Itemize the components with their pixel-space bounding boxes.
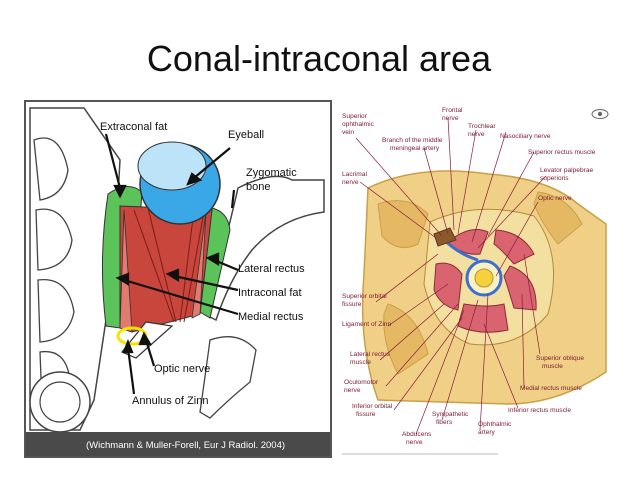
- label-annulus-of-zinn: Annulus of Zinn: [132, 395, 208, 407]
- label-inferior-orbital-fissure-1: Inferior orbital: [352, 403, 393, 410]
- label-extraconal-fat: Extraconal fat: [100, 121, 167, 133]
- eye-logo-icon: [591, 109, 609, 119]
- label-zygomatic-line1: Zygomatic: [246, 167, 297, 179]
- label-levator-1: Levator palpebrae: [540, 167, 593, 174]
- orbit-apex-illustration: Superior ophthalmic vein Frontal nerve B…: [338, 104, 614, 460]
- label-nasociliary-nerve: Nasociliary nerve: [500, 133, 551, 140]
- slide-title: Conal-intraconal area: [146, 38, 492, 79]
- label-superior-ophthalmic-vein-1: Superior: [342, 113, 368, 120]
- medial-rectus-muscle-shape: [503, 265, 537, 311]
- label-levator-2: superioris: [540, 175, 569, 182]
- label-ophthalmic-artery-1: Ophthalmic: [478, 421, 512, 428]
- label-superior-orbital-fissure-1: Superior orbital: [342, 293, 387, 300]
- nerve-bundle: [433, 227, 457, 247]
- label-superior-oblique-2: muscle: [542, 363, 563, 370]
- ethmoid-cell: [37, 278, 75, 343]
- citation-bar: [26, 432, 330, 456]
- label-superior-rectus-muscle: Superior rectus muscle: [528, 149, 596, 156]
- label-oculomotor-2: nerve: [344, 387, 361, 394]
- label-inferior-rectus-muscle: Inferior rectus muscle: [508, 407, 571, 414]
- label-branch-middle-meningeal-1: Branch of the middle: [382, 137, 443, 144]
- label-lacrimal-nerve-2: nerve: [342, 179, 359, 186]
- ethmoid-cell: [35, 208, 73, 271]
- label-trochlear-nerve-1: Trochlear: [468, 123, 496, 130]
- label-optic-nerve-right: Optic nerve: [538, 195, 572, 202]
- label-branch-middle-meningeal-2: meningeal artery: [390, 145, 440, 152]
- label-abducens-2: nerve: [406, 439, 423, 446]
- label-medial-rectus: Medial rectus: [238, 311, 304, 323]
- label-lateral-rectus-1: Lateral rectus: [350, 351, 391, 358]
- lateral-rectus-muscle-shape: [433, 262, 463, 311]
- label-superior-orbital-fissure-2: fissure: [342, 301, 362, 308]
- label-lateral-rectus-2: muscle: [350, 359, 371, 366]
- label-lateral-rectus: Lateral rectus: [238, 263, 305, 275]
- citation-text: (Wichmann & Muller-Forell, Eur J Radiol.…: [86, 440, 285, 451]
- label-medial-rectus-muscle: Medial rectus muscle: [520, 385, 582, 392]
- bone-texture: [377, 200, 429, 249]
- lens-shape: [137, 141, 207, 191]
- label-lacrimal-nerve-1: Lacrimal: [342, 171, 367, 178]
- anterior-clinoid: [29, 371, 91, 433]
- label-superior-ophthalmic-vein-2: ophthalmic: [342, 121, 375, 128]
- orbit-schematic-svg: Extraconal fat Eyeball Zygomatic bone La…: [24, 100, 332, 458]
- label-intraconal-fat: Intraconal fat: [238, 287, 302, 299]
- label-sympathetic-1: Sympathetic: [432, 411, 469, 418]
- label-superior-oblique-1: Superior oblique: [536, 355, 584, 362]
- label-eyeball: Eyeball: [228, 129, 264, 141]
- label-frontal-nerve-1: Frontal: [442, 107, 463, 114]
- bone-texture: [533, 191, 583, 245]
- label-optic-nerve: Optic nerve: [154, 363, 210, 375]
- orbit-schematic-figure: Extraconal fat Eyeball Zygomatic bone La…: [24, 100, 334, 460]
- lateral-rectus-shape: [191, 211, 207, 319]
- label-ophthalmic-artery-2: artery: [478, 429, 496, 436]
- anterior-clinoid-inner: [39, 381, 81, 423]
- label-arrows: [104, 133, 239, 395]
- orbit-apex-svg: Superior ophthalmic vein Frontal nerve B…: [342, 107, 609, 455]
- greater-wing-sphenoid: [199, 336, 257, 419]
- optic-nerve-core: [474, 268, 494, 288]
- inferior-rectus-shape: [457, 303, 509, 333]
- ethmoid-cell: [33, 137, 69, 201]
- label-inferior-orbital-fissure-2: fissure: [356, 411, 376, 418]
- label-superior-ophthalmic-vein-3: vein: [342, 129, 354, 136]
- label-ligament-of-zinn: Ligament of Zinn: [342, 321, 391, 328]
- label-sympathetic-2: fibers: [436, 419, 453, 426]
- muscle-striations: [133, 207, 205, 323]
- label-frontal-nerve-2: nerve: [442, 115, 459, 122]
- label-abducens-1: Abducens: [402, 431, 432, 438]
- label-zygomatic-line2: bone: [246, 181, 270, 193]
- label-trochlear-nerve-2: nerve: [468, 131, 485, 138]
- leader-lines: [355, 117, 547, 435]
- label-oculomotor-1: Oculomotor: [344, 379, 379, 386]
